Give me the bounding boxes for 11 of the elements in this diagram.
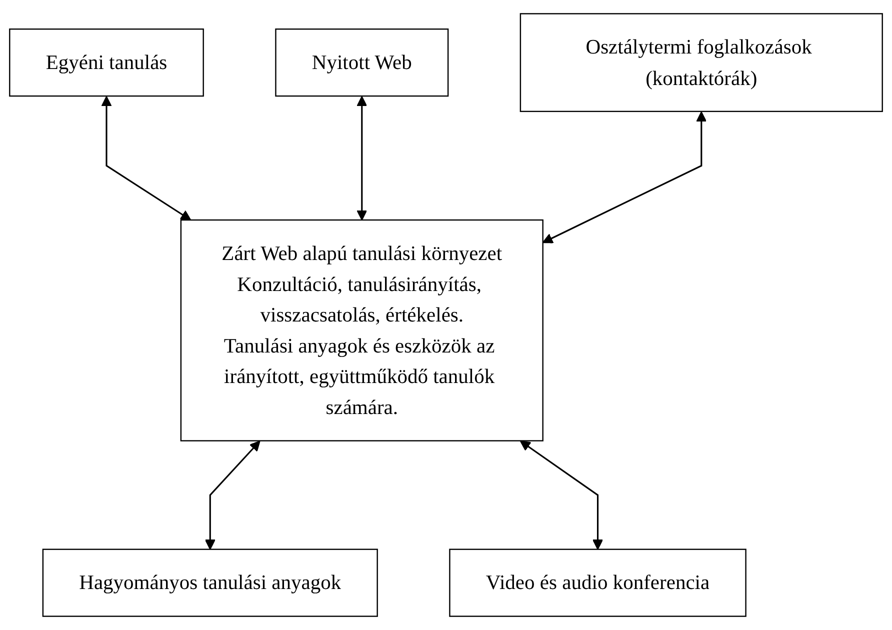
arrow xyxy=(204,440,260,550)
node-box: Zárt Web alapú tanulási környezet Konzultáció, tanulásirányítás, visszacsatolás, értékelés. Tanulási anyagok és eszközök az irányított, együttműködő tanulók számára. xyxy=(180,219,544,442)
arrow xyxy=(101,96,192,220)
node-box: Egyéni tanulás xyxy=(9,28,204,97)
arrow xyxy=(520,440,604,550)
node-box: Nyitott Web xyxy=(275,28,449,97)
node-box: Osztálytermi foglalkozások (kontaktórák) xyxy=(520,13,883,112)
arrow xyxy=(542,111,707,244)
node-box: Hagyományos tanulási anyagok xyxy=(42,548,378,617)
node-box: Video és audio konferencia xyxy=(449,548,746,617)
arrow xyxy=(356,96,368,220)
